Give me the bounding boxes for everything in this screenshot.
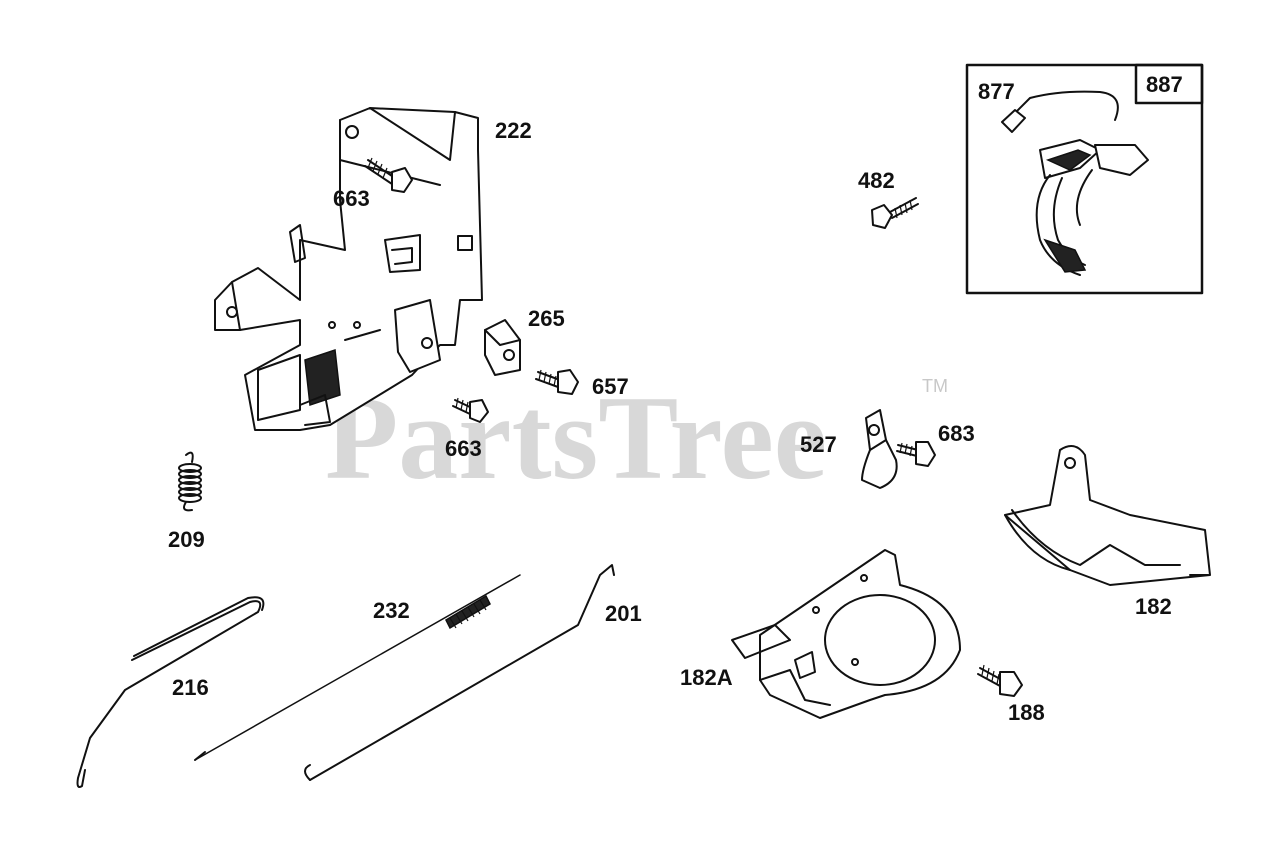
part-657-screw[interactable] xyxy=(535,369,579,395)
part-482-screw[interactable] xyxy=(871,197,919,229)
part-188-screw[interactable] xyxy=(977,664,1023,697)
part-232-cable[interactable] xyxy=(194,574,521,761)
part-216-rod[interactable] xyxy=(76,596,265,788)
part-182-deflector[interactable] xyxy=(1004,445,1211,586)
label-182a[interactable]: 182A xyxy=(680,665,733,690)
part-265-clip[interactable] xyxy=(484,319,521,376)
part-663-screw-upper[interactable] xyxy=(364,157,413,193)
label-182[interactable]: 182 xyxy=(1135,594,1172,619)
part-209-spring[interactable] xyxy=(178,451,202,512)
label-232[interactable]: 232 xyxy=(373,598,410,623)
label-877[interactable]: 877 xyxy=(978,79,1015,104)
watermark-text: PartsTree xyxy=(325,371,827,504)
label-201[interactable]: 201 xyxy=(605,601,642,626)
part-182a-cover[interactable] xyxy=(731,549,961,719)
label-265[interactable]: 265 xyxy=(528,306,565,331)
part-887-inset[interactable] xyxy=(965,63,1204,295)
watermark-trademark: TM xyxy=(922,376,948,396)
label-216[interactable]: 216 xyxy=(172,675,209,700)
label-527[interactable]: 527 xyxy=(800,432,837,457)
label-887[interactable]: 887 xyxy=(1146,72,1183,97)
part-527-clamp[interactable] xyxy=(861,409,898,489)
label-663-upper[interactable]: 663 xyxy=(333,186,370,211)
label-657[interactable]: 657 xyxy=(592,374,629,399)
label-209[interactable]: 209 xyxy=(168,527,205,552)
label-222[interactable]: 222 xyxy=(495,118,532,143)
part-683-screw[interactable] xyxy=(896,441,936,467)
part-201-link[interactable] xyxy=(304,564,615,781)
label-188[interactable]: 188 xyxy=(1008,700,1045,725)
label-683[interactable]: 683 xyxy=(938,421,975,446)
label-663-lower[interactable]: 663 xyxy=(445,436,482,461)
part-663-screw-lower[interactable] xyxy=(452,397,489,423)
label-482[interactable]: 482 xyxy=(858,168,895,193)
part-222-control-bracket[interactable] xyxy=(214,107,483,431)
